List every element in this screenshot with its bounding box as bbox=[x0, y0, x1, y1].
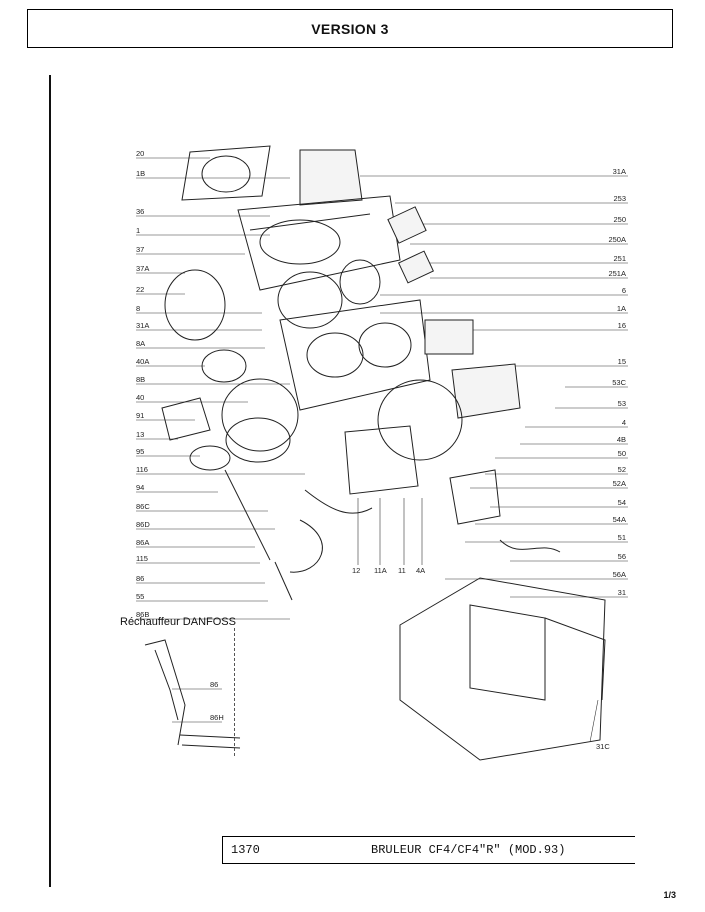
callout-label-left: 86D bbox=[136, 520, 150, 529]
callout-label-right: 250A bbox=[608, 235, 626, 244]
callout-label-bottom: 11A bbox=[374, 566, 387, 575]
callout-label-bottom: 4A bbox=[416, 566, 425, 575]
version-header: VERSION 3 bbox=[27, 9, 673, 48]
callout-label-left: 22 bbox=[136, 285, 144, 294]
callout-label-left: 86A bbox=[136, 538, 149, 547]
inset-callout-label: 86H bbox=[210, 713, 224, 722]
callout-label-right: 4B bbox=[617, 435, 626, 444]
callout-label-left: 95 bbox=[136, 447, 144, 456]
callout-label-right: 250 bbox=[613, 215, 626, 224]
callout-label-right: 54 bbox=[618, 498, 626, 507]
callout-label-right: 31 bbox=[618, 588, 626, 597]
callout-label-left: 40A bbox=[136, 357, 149, 366]
callout-label-left: 13 bbox=[136, 430, 144, 439]
callout-label-left: 86 bbox=[136, 574, 144, 583]
callout-label-left: 55 bbox=[136, 592, 144, 601]
callout-label-right: 56 bbox=[618, 552, 626, 561]
bottom-callouts: 12 11A 11 4A 31C 86 86H bbox=[172, 498, 610, 751]
callout-label-right: 50 bbox=[618, 449, 626, 458]
callout-label-left: 8A bbox=[136, 339, 145, 348]
callout-label-right: 251A bbox=[608, 269, 626, 278]
callout-label-left: 116 bbox=[136, 465, 148, 474]
callout-label-right: 51 bbox=[618, 533, 626, 542]
version-label: VERSION 3 bbox=[311, 20, 389, 37]
callout-label-right: 16 bbox=[618, 321, 626, 330]
title-block: 1370 BRULEUR CF4/CF4"R" (MOD.93) bbox=[222, 836, 635, 864]
callout-label-left: 94 bbox=[136, 483, 144, 492]
callout-label-left: 1B bbox=[136, 169, 145, 178]
drawing-title: BRULEUR CF4/CF4"R" (MOD.93) bbox=[371, 843, 566, 857]
callout-label-left: 8B bbox=[136, 375, 145, 384]
callout-label-left: 40 bbox=[136, 393, 144, 402]
callout-label-left: 36 bbox=[136, 207, 144, 216]
callout-label-left: 91 bbox=[136, 411, 144, 420]
right-callouts: 31A 253 250 250A 251 251A 6 1A 16 15 53C 53 4 4B 50 52 5… bbox=[360, 167, 628, 598]
callout-label-right: 15 bbox=[618, 357, 626, 366]
inset-callout-label: 86 bbox=[210, 680, 218, 689]
page-number: 1/3 bbox=[663, 890, 676, 900]
callout-label-right: 6 bbox=[622, 286, 626, 295]
callout-label-right: 53 bbox=[618, 399, 626, 408]
burner-parts bbox=[144, 145, 606, 761]
callout-label-left: 115 bbox=[136, 554, 148, 563]
callout-label-left: 37 bbox=[136, 245, 144, 254]
drawing-number: 1370 bbox=[231, 843, 260, 857]
inset-title: Réchauffeur DANFOSS bbox=[120, 616, 236, 628]
callout-label-31c: 31C bbox=[596, 742, 610, 751]
callout-label-left: 86B bbox=[136, 610, 149, 619]
left-callouts: 20 1B 36 1 37 37A 22 8 31A 8A 40A 8B 40 91 13 95 116 94 86… bbox=[136, 149, 305, 620]
callout-label-bottom: 11 bbox=[398, 566, 406, 575]
callout-label-right: 52A bbox=[613, 479, 626, 488]
callout-label-left: 8 bbox=[136, 304, 140, 313]
callout-label-left: 31A bbox=[136, 321, 149, 330]
callout-label-right: 251 bbox=[613, 254, 626, 263]
callout-label-right: 52 bbox=[618, 465, 626, 474]
callout-label-left: 86C bbox=[136, 502, 150, 511]
callout-label-right: 53C bbox=[612, 378, 626, 387]
callout-label-right: 54A bbox=[613, 515, 626, 524]
callout-label-right: 56A bbox=[613, 570, 626, 579]
callout-label-left: 37A bbox=[136, 264, 149, 273]
callout-label-left: 1 bbox=[136, 226, 140, 235]
callout-label-left: 20 bbox=[136, 149, 144, 158]
callout-label-right: 31A bbox=[613, 167, 626, 176]
callout-label-right: 253 bbox=[613, 194, 626, 203]
callout-label-right: 1A bbox=[617, 304, 626, 313]
callout-label-bottom: 12 bbox=[352, 566, 360, 575]
callout-label-right: 4 bbox=[622, 418, 626, 427]
inset-divider bbox=[234, 628, 236, 756]
margin-rule bbox=[49, 75, 51, 887]
